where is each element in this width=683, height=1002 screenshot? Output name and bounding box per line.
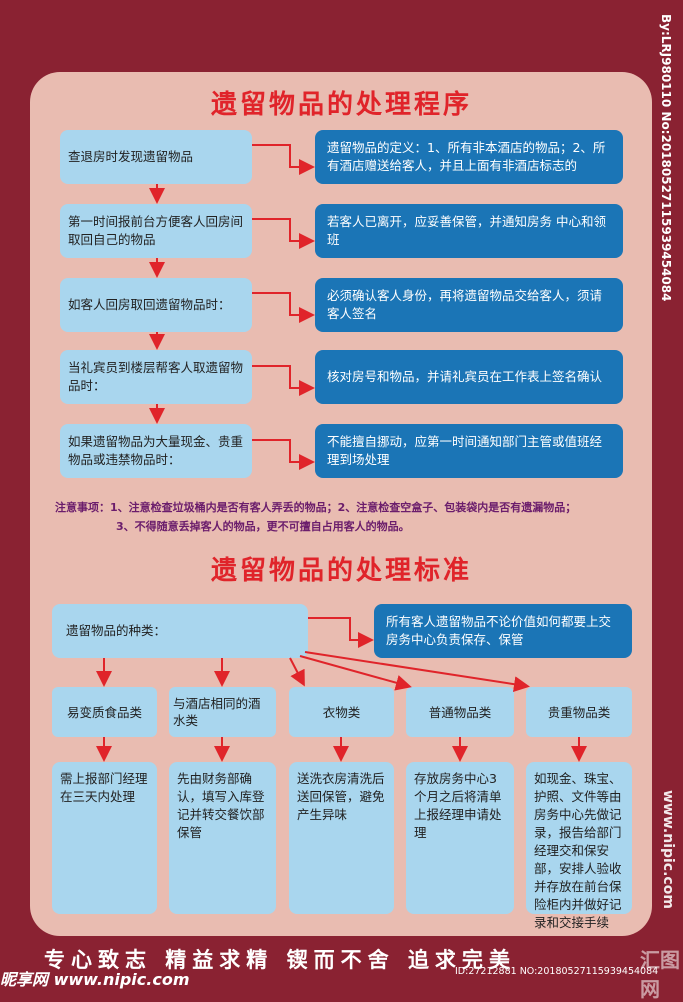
flow-note-2: 若客人已离开，应妥善保管，并通知房务 中心和领班 (315, 204, 623, 258)
category-clothing: 衣物类 (289, 687, 394, 737)
handling-drinks: 先由财务部确认，填写入库登记并转交餐饮部保管 (169, 762, 276, 914)
arrow-cat-3 (289, 657, 305, 687)
handling-general: 存放房务中心3个月之后将清单上报经理申请处理 (406, 762, 514, 914)
watermark-corner: 汇图网 (640, 948, 680, 1001)
watermark-logo: 昵享网 www.nipic.com (0, 970, 190, 989)
watermark-site: www.nipic.com (660, 790, 676, 909)
handling-perishable: 需上报部门经理在三天内处理 (52, 762, 157, 914)
flow-step-5: 如果遗留物品为大量现金、贵重物品或违禁物品时： (60, 424, 252, 478)
flow-note-5: 不能擅自挪动，应第一时间通知部门主管或值班经理到场处理 (315, 424, 623, 478)
flow-note-4: 核对房号和物品，并请礼宾员在工作表上签名确认 (315, 350, 623, 404)
arrow-right-2 (252, 218, 315, 249)
handling-clothing: 送洗衣房清洗后送回保管，避免产生异味 (289, 762, 394, 914)
watermark-id: ID:27212881 NO:20180527115939454084 (455, 966, 659, 977)
flow-step-3: 如客人回房取回遗留物品时： (60, 278, 252, 332)
handling-valuables: 如现金、珠宝、护照、文件等由房务中心先做记录，报告给部门经理交和保安部，安排人验… (526, 762, 632, 930)
category-valuables: 贵重物品类 (526, 687, 632, 737)
procedure-title: 遗留物品的处理程序 (210, 90, 472, 120)
arrow-cat-5 (304, 651, 530, 693)
arrow-right-types (308, 617, 374, 648)
flow-step-1: 查退房时发现遗留物品 (60, 130, 252, 184)
standard-title: 遗留物品的处理标准 (210, 556, 472, 586)
arrow-right-5 (252, 439, 315, 470)
arrow-right-3 (252, 292, 315, 323)
category-drinks: 与酒店相同的酒水类 (169, 687, 276, 737)
arrow-right-4 (252, 365, 315, 396)
flow-step-4: 当礼宾员到楼层帮客人取遗留物品时： (60, 350, 252, 404)
arrow-cat-4 (299, 655, 412, 691)
flow-note-1: 遗留物品的定义：1、所有非本酒店的物品；2、所有酒店赠送给客人，并且上面有非酒店… (315, 130, 623, 184)
category-general: 普通物品类 (406, 687, 514, 737)
slogan: 专心致志 精益求精 锲而不舍 追求完美 (44, 948, 516, 972)
notes-line-1: 注意事项：1、注意检查垃圾桶内是否有客人弄丢的物品；2、注意检查空盒子、包装袋内… (55, 501, 577, 514)
category-perishable: 易变质食品类 (52, 687, 157, 737)
notes-line-2: 3、不得随意丢掉客人的物品，更不可擅自占用客人的物品。 (116, 520, 410, 533)
types-note-box: 所有客人遗留物品不论价值如何都要上交房务中心负责保存、保管 (374, 604, 632, 658)
types-label-box: 遗留物品的种类： (52, 604, 308, 658)
flow-step-2: 第一时间报前台方便客人回房间取回自己的物品 (60, 204, 252, 258)
watermark-side: By:LRJ980110 No:20180527115939454084 (659, 14, 673, 302)
flow-note-3: 必须确认客人身份，再将遗留物品交给客人，须请客人签名 (315, 278, 623, 332)
arrow-right-1 (252, 144, 315, 175)
